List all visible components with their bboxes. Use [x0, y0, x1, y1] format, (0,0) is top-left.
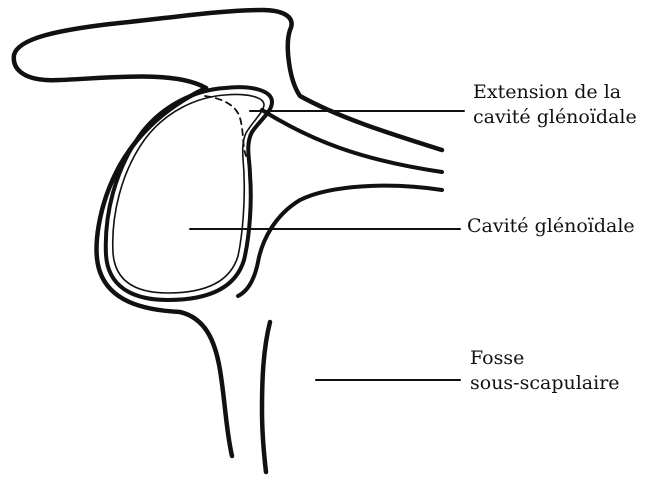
label-fosse-line2: sous-scapulaire	[470, 371, 620, 396]
scapula-outer-outline	[97, 88, 232, 456]
label-extension-line2: cavité glénoïdale	[473, 105, 637, 130]
label-extension-line1: Extension de la	[473, 80, 637, 105]
glenoid-extension-dashed	[205, 96, 246, 156]
acromion-outline	[14, 10, 442, 150]
label-fosse-line1: Fosse	[470, 346, 620, 371]
label-fosse-sous-scapulaire: Fosse sous-scapulaire	[470, 346, 620, 396]
label-extension-cavite: Extension de la cavité glénoïdale	[473, 80, 637, 130]
label-cavite-glenoidale: Cavité glénoïdale	[467, 214, 635, 239]
neck-upper-outline	[238, 186, 442, 296]
label-cavite-text: Cavité glénoïdale	[467, 214, 635, 239]
glenoid-cavity-outer	[106, 87, 272, 300]
scapula-blade-right	[262, 322, 270, 472]
